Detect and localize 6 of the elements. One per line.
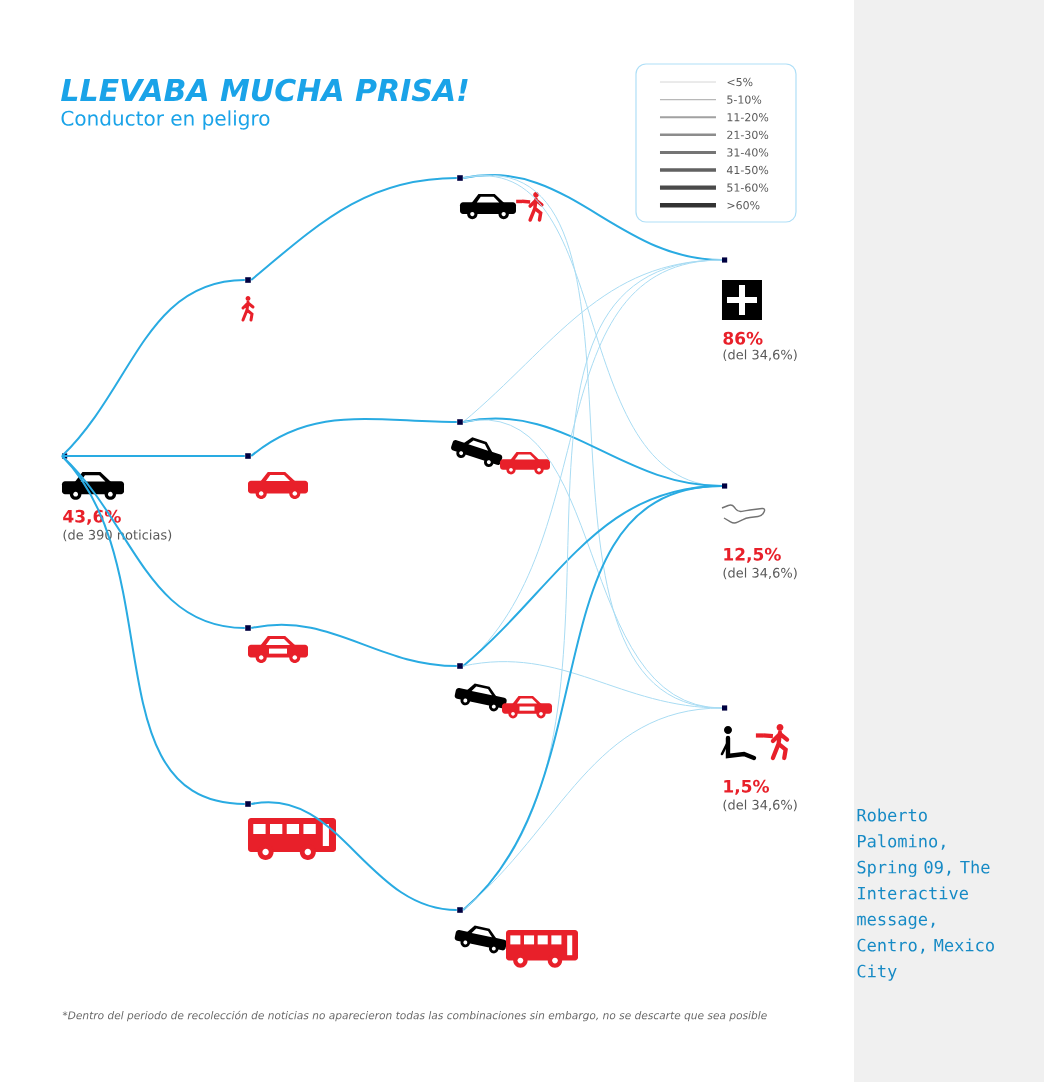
subtitle: Conductor en peligro: [61, 110, 270, 130]
outcome-label: 86%: [722, 257, 763, 345]
outcome-label: 1,5%: [722, 705, 769, 795]
credit: Roberto Palomino, Spring 09, The Interactive message, Centro, Mexico City: [857, 808, 994, 981]
outcome-label: 12,5%: [722, 483, 781, 563]
title: LLEVABA MUCHA PRISA!: [61, 78, 468, 102]
